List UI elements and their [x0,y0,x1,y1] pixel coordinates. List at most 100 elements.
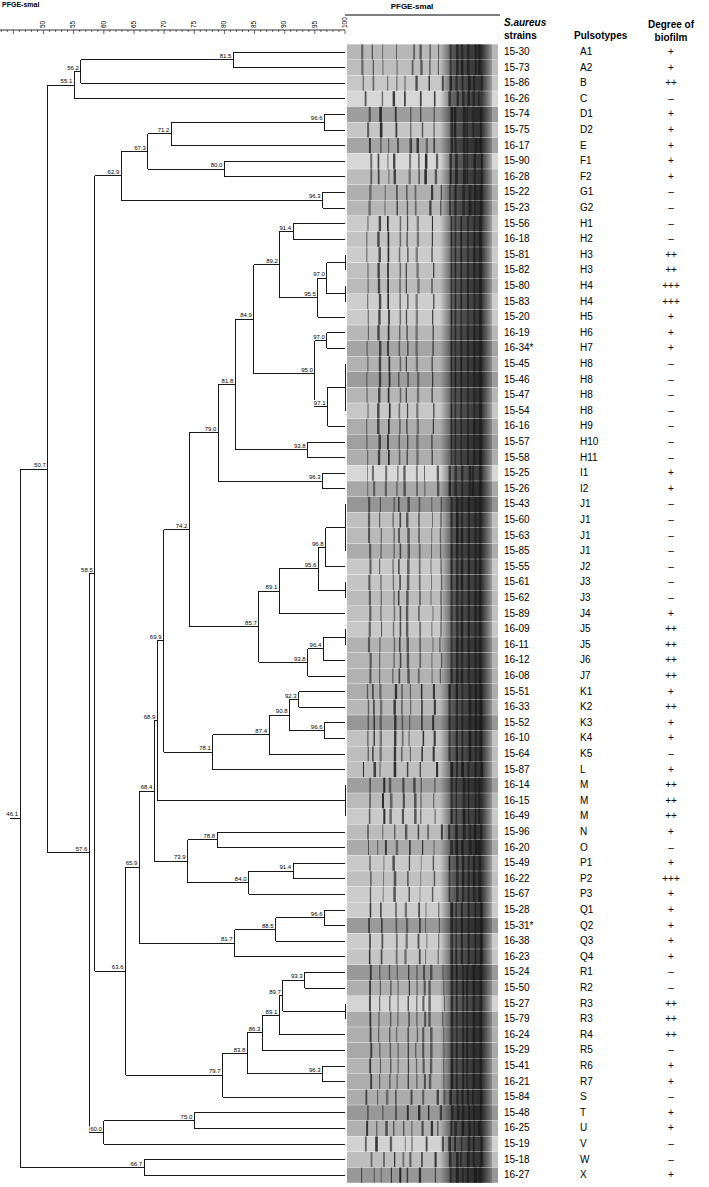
biofilm-degree: – [668,562,674,572]
scale-tick [170,30,171,32]
branch-line [323,488,345,489]
gel-lane [347,902,498,917]
gel-band [420,91,422,106]
gel-band [417,138,419,153]
gel-band [430,965,432,980]
scale-label: 60 [101,21,108,28]
biofilm-degree: + [668,687,674,697]
lane-smear [440,559,492,574]
gel-band [468,902,470,917]
scale-tick [182,30,183,32]
lane-ground [347,887,498,902]
gel-band [389,1027,390,1042]
gel-band [451,809,453,824]
branch-line [188,882,249,883]
gel-lane [347,1121,498,1136]
branch-line [95,971,126,972]
scale-tick [212,30,213,32]
gel-band [480,902,483,917]
gel-band [437,1121,439,1136]
gel-band [420,60,422,75]
lane-ground [347,341,498,356]
gel-band [419,949,421,964]
gel-band [368,575,370,590]
pulsotype: R4 [580,1030,593,1040]
strain-id: 16-15 [504,796,530,806]
lane-ground [347,1027,498,1042]
gel-band [406,263,407,278]
biofilm-degree: + [668,1123,674,1133]
gel-band [461,481,463,496]
gel-band [432,232,433,247]
lane-smear [440,809,492,824]
gel-band [455,419,457,434]
gel-band [398,590,400,605]
gel-band [378,388,380,403]
gel-band [367,481,369,496]
gel-band [474,169,476,184]
gel-band [367,216,368,231]
gel-band [468,668,470,683]
gel-band [461,700,463,715]
gel-band [462,1105,465,1120]
scale-tick [121,30,122,32]
lane-smear [440,372,492,387]
similarity-value: 96.8 [312,541,325,547]
lane-ground [347,871,498,886]
scale-tick [206,30,207,32]
gel-band [414,793,416,808]
biofilm-degree: + [668,609,674,619]
gel-band [407,294,408,309]
gel-band [451,388,453,403]
gel-band [467,154,469,169]
lane-ground [347,1105,498,1120]
gel-band [462,1074,464,1089]
gel-band [434,107,435,122]
gel-band [475,528,477,543]
gel-band [430,1027,432,1042]
gel-band [400,388,402,403]
gel-band [386,1090,389,1105]
gel-band [400,263,402,278]
pulsotype: R7 [580,1077,593,1087]
gel-band [388,169,389,184]
gel-band [480,200,483,215]
strain-id: 15-30 [504,47,530,57]
gel-band [393,887,396,902]
strain-id: 16-20 [504,843,530,853]
scale-label: 75 [191,21,198,28]
pulsotype: D2 [580,125,593,135]
gel-band [433,263,434,278]
gel-band [451,965,454,980]
gel-band [451,341,453,356]
column-header: strains [504,31,537,41]
strain-id: 16-10 [504,733,530,743]
gel-band [433,403,434,418]
gel-band [456,497,459,512]
gel-band [379,1074,380,1089]
lane-ground [347,637,498,652]
gel-band [457,1105,460,1120]
branch-line [247,1073,322,1074]
gel-lane [347,185,498,200]
gel-band [394,637,395,652]
gel-band [393,622,394,637]
gel-band [420,762,421,777]
gel-band [443,965,444,980]
strain-id: 16-17 [504,141,530,151]
gel-band [405,824,407,839]
gel-lane [347,544,498,559]
scale-tick [302,30,303,32]
gel-band [433,856,434,871]
gel-band [432,216,433,231]
pulsotype: A1 [580,47,592,57]
branch-line [249,871,294,872]
gel-band [407,372,408,387]
gel-band [396,185,397,200]
similarity-value: 97.0 [313,271,326,277]
gel-band [422,1043,424,1058]
strain-id: 15-82 [504,265,530,275]
gel-lane [347,434,498,449]
gel-band [469,746,472,761]
strain-id: 15-80 [504,281,530,291]
